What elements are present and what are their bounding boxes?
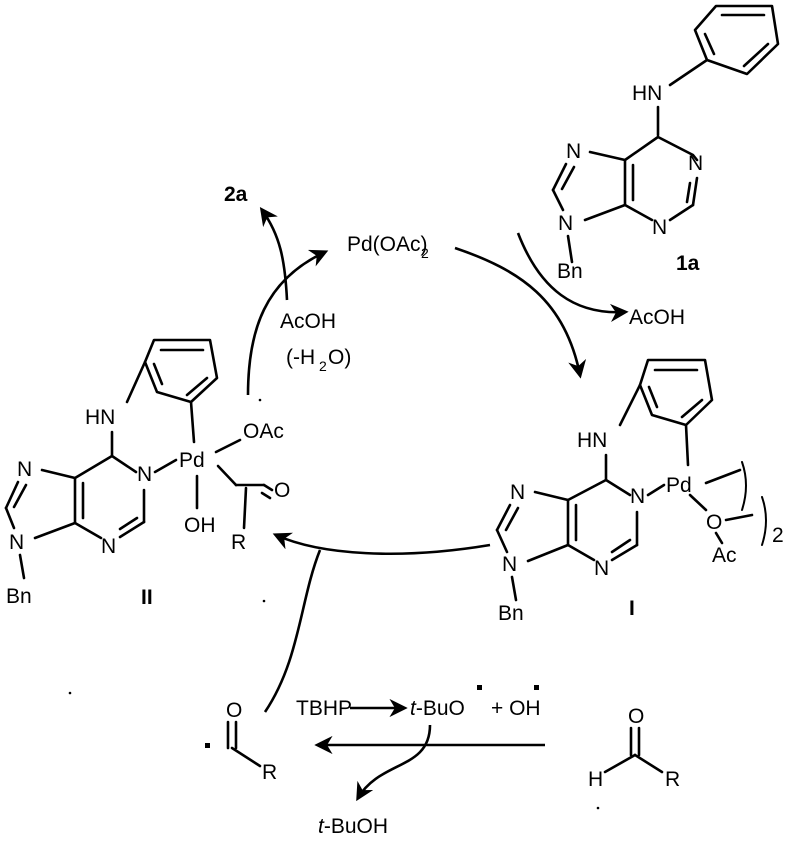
- n3-label-i: N: [594, 557, 609, 580]
- acyl-o-label: O: [226, 699, 242, 722]
- r-label-ii: R: [231, 531, 246, 554]
- arrow-acyl-to-ii: [263, 549, 322, 713]
- n7-label-ii: N: [17, 458, 32, 481]
- arrow-catalyst-to-i: [454, 246, 587, 379]
- n7-label-1a: N: [566, 140, 581, 163]
- n7-label-i: N: [510, 481, 525, 504]
- intermediate-i: HN Pd N N N N Bn: [495, 358, 784, 625]
- tbuo-radical-label: t-BuO: [410, 697, 465, 720]
- purine-core-1a: N N N N: [551, 135, 703, 264]
- svg-text:2: 2: [319, 358, 327, 374]
- svg-text:O): O): [328, 346, 351, 369]
- acyl-radical: O R: [205, 699, 277, 784]
- n9-label-ii: N: [9, 531, 24, 554]
- arrow-ii-to-catalyst: [246, 249, 329, 396]
- hn-label-ii: HN: [85, 406, 115, 429]
- purine-core-i: N N N N: [495, 478, 666, 602]
- acyl-r-label: R: [262, 761, 277, 784]
- n3-label-1a: N: [652, 216, 667, 239]
- product-2a-label: 2a: [224, 183, 248, 206]
- aldehyde: O H R: [588, 705, 680, 791]
- radical-dot-acyl: [205, 743, 210, 748]
- arrow-to-2a: [259, 207, 289, 301]
- oac-label-ii: OAc: [243, 420, 284, 443]
- hn-label-i: HN: [577, 429, 607, 452]
- stray-dot: [262, 599, 266, 603]
- n9-label-1a: N: [558, 212, 573, 235]
- stray-dot: [258, 398, 262, 402]
- bn-label-i: Bn: [498, 602, 524, 625]
- carbonyl-o-label-ii: O: [274, 479, 290, 502]
- acoh-step-label: AcOH: [280, 310, 336, 333]
- bracket-right-i: [761, 496, 767, 546]
- minus-water-label: (-H 2 O): [286, 346, 351, 374]
- compound-id-ii: II: [141, 586, 153, 609]
- svg-text:(-H: (-H: [286, 346, 315, 369]
- nh-label-1a: HN: [632, 82, 662, 105]
- dimer-subscript-i: 2: [772, 524, 784, 547]
- intermediate-ii: HN Pd N N N N Bn OAc: [4, 338, 290, 609]
- n9-label-i: N: [502, 553, 517, 576]
- o-label-i: O: [706, 511, 722, 534]
- n3-label-ii: N: [101, 535, 116, 558]
- arrow-i-to-ii: [272, 532, 491, 556]
- aldehyde-h-label: H: [588, 768, 603, 791]
- aldehyde-r-label: R: [665, 768, 680, 791]
- aldehyde-o-label: O: [628, 705, 644, 728]
- bracket-left-i: [741, 461, 747, 511]
- radical-dot-tbuo: [477, 685, 482, 690]
- radical-generation: TBHP t-BuO + OH: [296, 685, 541, 720]
- catalyst-label: Pd(OAc): [347, 233, 428, 256]
- oh-radical-label: + OH: [491, 697, 541, 720]
- compound-1a: HN N N N N Bn 1a: [551, 4, 780, 283]
- bond-ph-nh-1a: [668, 58, 709, 87]
- arrow-1a-release-acoh: [516, 232, 629, 322]
- stray-dot: [68, 691, 72, 695]
- stray-dot: [596, 806, 600, 810]
- purine-core-ii: N N N N: [4, 454, 178, 580]
- arrow-to-tbuoh: [356, 724, 432, 802]
- tbuoh-label: t-BuOH: [318, 815, 388, 838]
- pd-label-i: Pd: [666, 474, 692, 497]
- phenyl-ring-ii: [143, 338, 219, 404]
- n1-label-ii: N: [137, 463, 152, 486]
- compound-id-i: I: [629, 597, 635, 620]
- n1-label-i: N: [630, 485, 645, 508]
- phenyl-ring-i: [638, 358, 714, 427]
- catalyst-subscript: 2: [421, 245, 429, 261]
- phenyl-ring-1a: [693, 4, 780, 76]
- oh-label-ii: OH: [184, 514, 216, 537]
- bn-label-1a: Bn: [557, 260, 583, 283]
- catalyst-pd-oac2: Pd(OAc) 2: [347, 233, 429, 261]
- compound-id-1a: 1a: [676, 252, 700, 275]
- bond-pd-bridge-i: [704, 468, 742, 485]
- n1-label-1a: N: [688, 152, 703, 175]
- acoh-byproduct-label: AcOH: [629, 306, 685, 329]
- tbhp-label: TBHP: [296, 697, 352, 720]
- ac-label-i: Ac: [712, 544, 737, 567]
- bn-label-ii: Bn: [6, 585, 32, 608]
- radical-dot-oh: [534, 685, 539, 690]
- pd-label-ii: Pd: [179, 449, 205, 472]
